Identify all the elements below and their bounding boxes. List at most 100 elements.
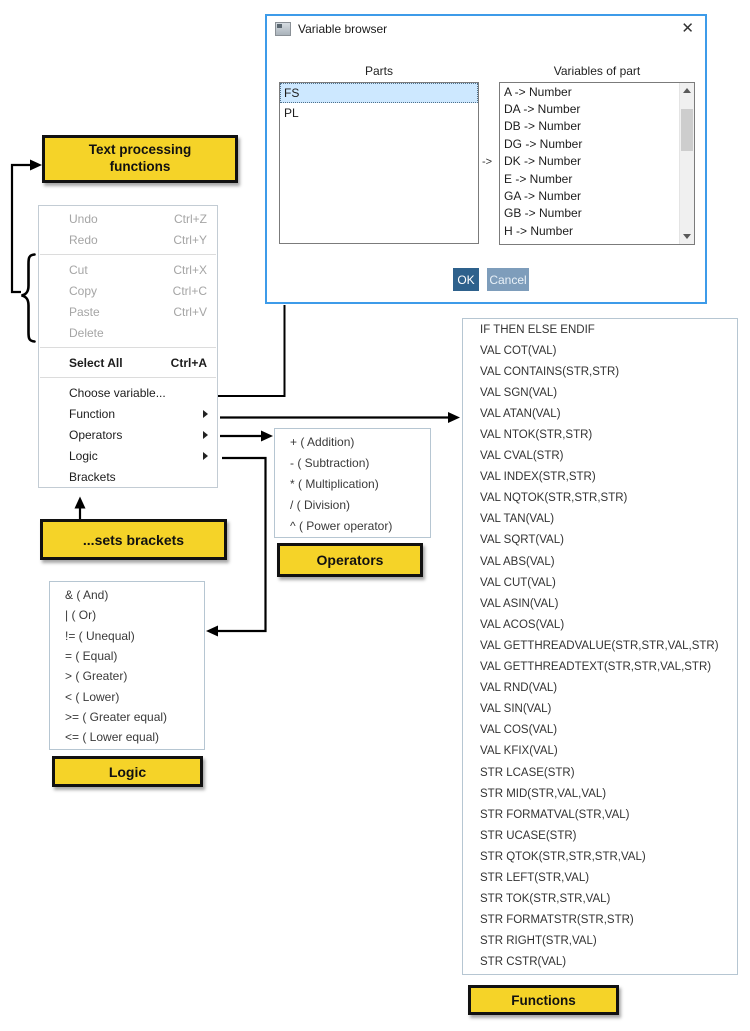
menu-item[interactable]: Cut Ctrl+X bbox=[69, 262, 207, 277]
function-item[interactable]: STR QTOK(STR,STR,STR,VAL) bbox=[480, 850, 646, 863]
menu-item[interactable]: Copy Ctrl+C bbox=[69, 283, 207, 298]
function-item[interactable]: VAL ATAN(VAL) bbox=[480, 407, 561, 420]
context-menu: Undo Ctrl+Z Redo Ctrl+Y Cut Ctrl+X Copy … bbox=[38, 205, 218, 488]
operators-label: Operators bbox=[277, 543, 423, 577]
function-item[interactable]: VAL INDEX(STR,STR) bbox=[480, 471, 596, 484]
choose-variable-connector bbox=[218, 305, 286, 397]
function-item[interactable]: STR CSTR(VAL) bbox=[480, 956, 567, 969]
menu-item[interactable] bbox=[39, 343, 217, 352]
menu-item[interactable]: Brackets bbox=[69, 469, 116, 484]
function-item[interactable]: VAL KFIX(VAL) bbox=[480, 745, 558, 758]
operators-submenu: + ( Addition) - ( Subtraction) * ( Multi… bbox=[274, 428, 431, 538]
vertical-scrollbar[interactable] bbox=[679, 83, 694, 244]
menu-item[interactable]: Delete bbox=[69, 325, 104, 340]
operators-arrow bbox=[220, 430, 273, 442]
logic-item[interactable]: < ( Lower) bbox=[65, 689, 120, 704]
variables-column-header: Variables of part bbox=[553, 64, 641, 78]
parts-listbox: FS PL bbox=[279, 82, 479, 244]
variable-list-item[interactable]: DB -> Number bbox=[504, 119, 582, 134]
dialog-titlebar[interactable]: Variable browser bbox=[267, 16, 705, 42]
logic-item[interactable]: | ( Or) bbox=[65, 608, 97, 623]
function-item[interactable]: VAL ACOS(VAL) bbox=[480, 618, 565, 631]
parts-column-header: Parts bbox=[364, 64, 393, 78]
variable-list-item[interactable]: H -> Number bbox=[504, 223, 574, 238]
menu-item[interactable] bbox=[39, 250, 217, 259]
function-item[interactable]: VAL SGN(VAL) bbox=[480, 386, 558, 399]
menu-item[interactable]: Redo Ctrl+Y bbox=[69, 232, 207, 247]
scrollbar-thumb[interactable] bbox=[681, 109, 693, 151]
operator-item[interactable]: ^ ( Power operator) bbox=[290, 518, 393, 533]
part-list-item[interactable]: PL bbox=[284, 106, 299, 120]
logic-item[interactable]: & ( And) bbox=[65, 588, 109, 603]
menu-item[interactable] bbox=[39, 373, 217, 382]
function-item[interactable]: VAL CVAL(STR) bbox=[480, 450, 564, 463]
chevron-down-icon[interactable] bbox=[680, 229, 694, 244]
variable-list-item[interactable]: E -> Number bbox=[504, 171, 573, 186]
transfer-arrow-label: -> bbox=[481, 156, 493, 168]
function-item[interactable]: STR LEFT(STR,VAL) bbox=[480, 871, 590, 884]
function-item[interactable]: VAL TAN(VAL) bbox=[480, 513, 555, 526]
operator-item[interactable]: + ( Addition) bbox=[290, 435, 355, 450]
function-item[interactable]: VAL SIN(VAL) bbox=[480, 703, 552, 716]
operator-item[interactable]: - ( Subtraction) bbox=[290, 456, 370, 471]
function-item[interactable]: STR FORMATVAL(STR,VAL) bbox=[480, 808, 630, 821]
clipboard-group-brace bbox=[21, 253, 36, 343]
logic-item[interactable]: = ( Equal) bbox=[65, 649, 118, 664]
operator-item[interactable]: / ( Division) bbox=[290, 497, 351, 512]
brackets-arrow bbox=[74, 496, 86, 519]
functions-submenu: IF THEN ELSE ENDIF VAL COT(VAL) VAL CONT… bbox=[462, 318, 738, 975]
menu-item[interactable]: Logic bbox=[39, 445, 217, 466]
logic-item[interactable]: >= ( Greater equal) bbox=[65, 709, 168, 724]
function-item[interactable]: VAL ASIN(VAL) bbox=[480, 597, 559, 610]
function-item[interactable]: VAL GETTHREADVALUE(STR,STR,VAL,STR) bbox=[480, 639, 719, 652]
chevron-up-icon[interactable] bbox=[680, 83, 694, 98]
function-item[interactable]: STR UCASE(STR) bbox=[480, 829, 577, 842]
variable-list-item[interactable]: DK -> Number bbox=[504, 154, 582, 169]
function-item[interactable]: VAL GETTHREADTEXT(STR,STR,VAL,STR) bbox=[480, 661, 712, 674]
function-item[interactable]: STR TOK(STR,STR,VAL) bbox=[480, 893, 611, 906]
logic-item[interactable]: != ( Unequal) bbox=[65, 628, 135, 643]
logic-item[interactable]: > ( Greater) bbox=[65, 669, 128, 684]
variables-listbox: A -> Number DA -> Number DB -> Number DG… bbox=[499, 82, 695, 245]
function-item[interactable]: IF THEN ELSE ENDIF bbox=[480, 323, 595, 336]
function-item[interactable]: VAL CUT(VAL) bbox=[480, 576, 556, 589]
function-item[interactable]: STR RIGHT(STR,VAL) bbox=[480, 935, 597, 948]
function-arrow bbox=[220, 412, 460, 423]
function-item[interactable]: STR MID(STR,VAL,VAL) bbox=[480, 787, 607, 800]
variable-list-item[interactable]: DA -> Number bbox=[504, 102, 581, 117]
function-item[interactable]: VAL NQTOK(STR,STR,STR) bbox=[480, 492, 628, 505]
function-item[interactable]: VAL RND(VAL) bbox=[480, 682, 558, 695]
menu-item[interactable]: Function bbox=[39, 403, 217, 424]
function-item[interactable]: VAL COS(VAL) bbox=[480, 724, 558, 737]
variable-list-item[interactable]: GA -> Number bbox=[504, 189, 582, 204]
function-item[interactable]: VAL ABS(VAL) bbox=[480, 555, 555, 568]
operator-item[interactable]: * ( Multiplication) bbox=[290, 476, 379, 491]
function-item[interactable]: VAL SQRT(VAL) bbox=[480, 534, 564, 547]
function-item[interactable]: STR FORMATSTR(STR,STR) bbox=[480, 914, 634, 927]
part-list-item[interactable]: FS bbox=[280, 83, 478, 103]
function-item[interactable]: VAL CONTAINS(STR,STR) bbox=[480, 365, 620, 378]
menu-item[interactable]: Paste Ctrl+V bbox=[69, 304, 207, 319]
menu-item[interactable]: Operators bbox=[39, 424, 217, 445]
ok-button[interactable]: OK bbox=[453, 268, 479, 291]
variable-list-item[interactable]: DG -> Number bbox=[504, 136, 583, 151]
logic-item[interactable]: <= ( Lower equal) bbox=[65, 730, 160, 745]
logic-submenu: & ( And) | ( Or) != ( Unequal) = ( Equal… bbox=[49, 581, 205, 750]
cancel-button[interactable]: Cancel bbox=[487, 268, 529, 291]
function-item[interactable]: VAL COT(VAL) bbox=[480, 344, 557, 357]
menu-item[interactable]: Select All Ctrl+A bbox=[69, 355, 207, 370]
app-icon bbox=[275, 22, 291, 36]
function-item[interactable]: STR LCASE(STR) bbox=[480, 766, 575, 779]
close-icon[interactable]: ✕ bbox=[681, 20, 694, 37]
menu-item[interactable]: Undo Ctrl+Z bbox=[69, 211, 207, 226]
variable-list-item[interactable]: GB -> Number bbox=[504, 206, 582, 221]
menu-item[interactable]: Choose variable... bbox=[69, 385, 166, 400]
function-item[interactable]: VAL NTOK(STR,STR) bbox=[480, 429, 593, 442]
variable-browser-dialog: Variable browser ✕ Parts Variables of pa… bbox=[265, 14, 707, 304]
clipped-list-item[interactable] bbox=[500, 240, 694, 244]
functions-label: Functions bbox=[468, 985, 619, 1015]
variable-list-item[interactable]: A -> Number bbox=[504, 84, 572, 99]
sets-brackets-label: ...sets brackets bbox=[40, 519, 227, 560]
logic-label: Logic bbox=[52, 756, 203, 787]
